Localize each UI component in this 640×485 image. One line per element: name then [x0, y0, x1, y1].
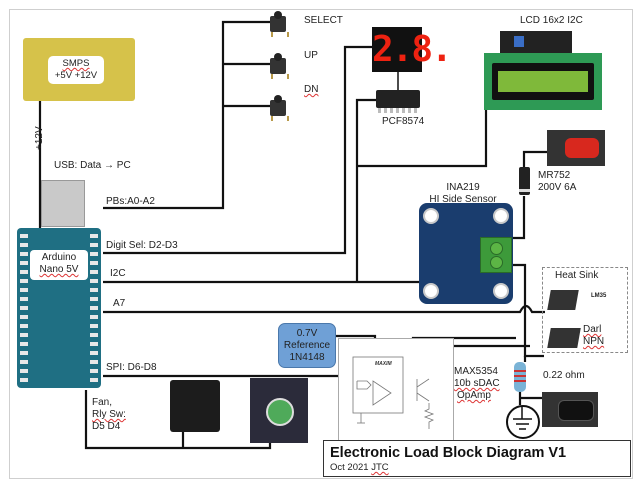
- up-button-icon: [270, 53, 289, 79]
- screw-terminal: [480, 237, 512, 273]
- arduino-label-line2: Nano 5V: [39, 264, 79, 275]
- lcd-16x2: [484, 53, 602, 110]
- smps-module: SMPS +5V +12V: [23, 38, 135, 101]
- smps-label-line2: +5V +12V: [54, 70, 98, 81]
- select-label: SELECT: [304, 15, 343, 26]
- pcf8574-label: PCF8574: [382, 116, 425, 127]
- diagram-author: JTC: [371, 462, 389, 473]
- shunt-label: 0.22 ohm: [543, 370, 585, 381]
- mount-hole: [493, 208, 509, 224]
- arduino-label-line1: Arduino: [41, 252, 77, 263]
- shunt-resistor-icon: [514, 362, 526, 392]
- reference-line3: 1N4148: [289, 352, 325, 363]
- heat-sink-label: Heat Sink: [555, 270, 599, 281]
- label-spi: SPI: D6-D8: [106, 362, 157, 373]
- diagram-frame: [9, 9, 633, 479]
- wire-diode-ina: [510, 196, 526, 240]
- dac-label-line2: 10b sDAC: [454, 378, 500, 389]
- wire-pbs: [103, 20, 270, 210]
- ina219-label: INA219 HI Side Sensor: [428, 182, 498, 206]
- seven-segment-display: 2.8.: [372, 27, 453, 72]
- potentiometer-icon: [514, 36, 524, 47]
- arduino-label: Arduino Nano 5V: [30, 250, 88, 280]
- dac-schematic: MAXIM: [338, 338, 454, 444]
- transistor-label-line2: NPN: [583, 336, 605, 347]
- reference-line2: Reference: [283, 340, 331, 351]
- wire-shunt-gnd: [518, 392, 542, 405]
- mount-hole: [493, 283, 509, 299]
- smps-label-line1: SMPS: [62, 58, 90, 69]
- reference-line1: 0.7V: [296, 328, 318, 339]
- reference-box: 0.7V Reference 1N4148: [278, 323, 336, 368]
- mount-hole: [423, 283, 439, 299]
- lcd-label: LCD 16x2 I2C: [520, 15, 583, 26]
- lcd-screen: [492, 63, 594, 100]
- black-binding-post: [542, 392, 598, 427]
- ground-icon: [506, 405, 540, 439]
- heat-sink-area: Heat Sink LM35 Darl NPN: [542, 267, 628, 353]
- pin-header-right: [90, 234, 98, 382]
- pin-header-left: [20, 234, 28, 382]
- label-digit-sel: Digit Sel: D2-D3: [106, 240, 178, 251]
- down-button-icon: [270, 95, 289, 121]
- label-fan-relay: Fan, Rly Sw: D5 D4: [92, 397, 126, 433]
- relay-icon: [170, 380, 220, 432]
- label-12v: +12V: [34, 126, 45, 150]
- darlington-transistor-icon: [547, 328, 581, 348]
- ina219-label-line1: INA219: [446, 182, 480, 193]
- label-usb: USB: Data → PC: [54, 160, 131, 171]
- dac-label-line1: MAX5354: [454, 366, 498, 377]
- smps-label: SMPS +5V +12V: [48, 56, 104, 84]
- diode-label-line1: MR752: [538, 170, 571, 181]
- select-button-icon: [270, 11, 289, 37]
- diode-icon: [519, 167, 530, 195]
- fan-icon: [250, 378, 308, 443]
- usb-connector: [41, 180, 85, 227]
- maxim-logo: MAXIM: [375, 361, 393, 367]
- wire-a7: [103, 304, 545, 314]
- diode-label: MR752 200V 6A: [538, 170, 576, 194]
- diagram-subtitle: Oct 2021 JTC: [330, 462, 389, 473]
- pcf8574-chip: [376, 90, 420, 113]
- arduino-nano: Arduino Nano 5V: [17, 228, 101, 388]
- label-a7: A7: [113, 298, 126, 309]
- diode-label-line2: 200V 6A: [538, 182, 577, 193]
- lm35-label: LM35: [591, 293, 607, 299]
- label-fan-line3: D5 D4: [92, 421, 121, 432]
- ground-symbol: [513, 407, 532, 430]
- label-i2c: I2C: [110, 268, 126, 279]
- transistor-label-line1: Darl: [583, 324, 602, 335]
- mount-hole: [423, 208, 439, 224]
- wire-ina-collector: [510, 263, 544, 358]
- red-binding-post: [547, 130, 605, 166]
- wire-digit-sel: [103, 45, 372, 255]
- diagram-title: Electronic Load Block Diagram V1: [330, 445, 567, 461]
- label-fan-line1: Fan,: [92, 397, 113, 408]
- up-label: UP: [304, 50, 318, 61]
- i2c-backpack: [500, 31, 572, 53]
- ina219-label-line2: HI Side Sensor: [429, 194, 497, 205]
- dac-label: MAX5354 10b sDAC OpAmp: [454, 366, 500, 402]
- down-label: DN: [304, 84, 319, 95]
- label-fan-line2: Rly Sw:: [92, 409, 126, 420]
- dac-label-line3: OpAmp: [457, 390, 491, 401]
- dac-schematic-drawing: MAXIM: [352, 356, 435, 429]
- lm35-sensor-icon: [547, 290, 579, 310]
- title-block: Electronic Load Block Diagram V1 Oct 202…: [323, 440, 631, 477]
- label-pbs: PBs:A0-A2: [106, 196, 155, 207]
- diagram-date: Oct 2021: [330, 462, 369, 473]
